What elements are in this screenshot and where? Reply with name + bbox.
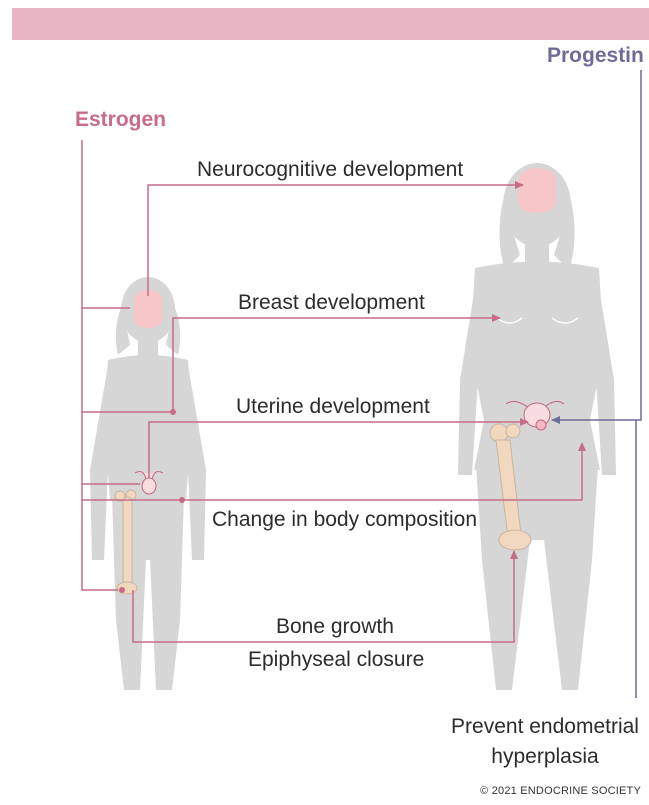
brain-icon-woman	[518, 168, 556, 213]
bone-growth-label: Bone growth	[276, 615, 394, 639]
epiphyseal-label: Epiphyseal closure	[248, 648, 424, 672]
progestin-label: Progestin	[547, 44, 644, 68]
body-composition-label: Change in body composition	[212, 508, 477, 532]
breast-label: Breast development	[238, 291, 425, 315]
copyright-text: © 2021 ENDOCRINE SOCIETY	[480, 785, 641, 797]
endometrial-label-line2: hyperplasia	[440, 745, 649, 769]
uterine-label: Uterine development	[236, 395, 430, 419]
neurocognitive-label: Neurocognitive development	[197, 158, 463, 182]
estrogen-label: Estrogen	[75, 108, 166, 132]
endometrial-label-line1: Prevent endometrial	[440, 715, 649, 739]
